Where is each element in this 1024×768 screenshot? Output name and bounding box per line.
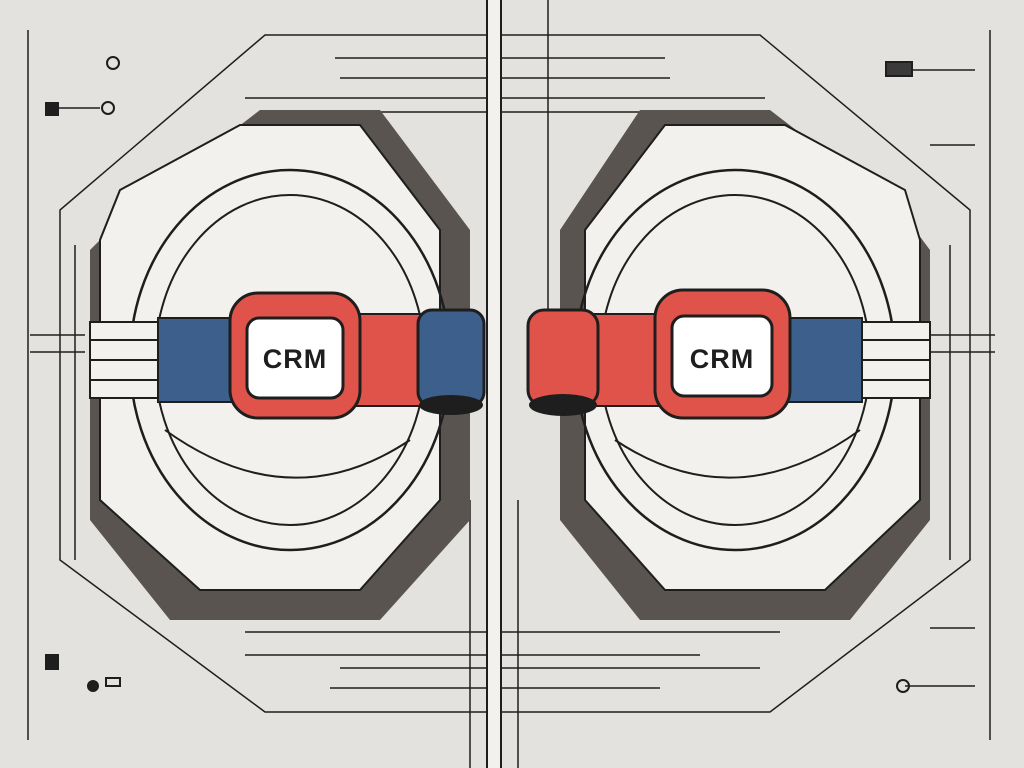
- left-module: CRM: [89, 110, 486, 620]
- left-crm-label: CRM: [263, 344, 328, 374]
- circle-mark: [101, 101, 115, 115]
- frame-lines: [27, 30, 995, 740]
- right-ring-arc: [614, 429, 861, 479]
- right-label-plate: [670, 314, 774, 398]
- left-cable-blue: [157, 317, 237, 403]
- left-label-plate: [245, 316, 345, 400]
- right-plug: [526, 308, 600, 408]
- right-crm-label: CRM: [690, 344, 755, 374]
- center-divider: [469, 0, 549, 768]
- right-plug-opening: [529, 394, 597, 416]
- dot-mark: [87, 680, 99, 692]
- left-plug: [416, 308, 486, 408]
- circle-mark: [896, 679, 910, 693]
- decor-marks: [45, 56, 913, 693]
- circle-mark: [106, 56, 120, 70]
- square-mark: [45, 654, 59, 670]
- square-mark: [45, 102, 59, 116]
- left-plug-opening: [419, 395, 483, 415]
- right-module: CRM: [526, 110, 931, 620]
- outer-octagon: [59, 34, 971, 713]
- square-mark: [885, 61, 913, 77]
- pill-mark: [105, 677, 121, 687]
- right-cable-blue: [783, 317, 863, 403]
- left-ring-arc: [164, 429, 411, 479]
